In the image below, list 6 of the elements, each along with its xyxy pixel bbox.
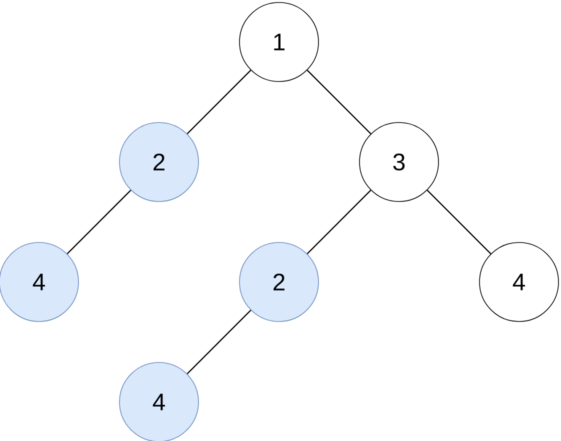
tree-edge xyxy=(66,190,132,254)
tree-edge xyxy=(186,70,252,134)
tree-edge xyxy=(426,190,492,254)
tree-edge xyxy=(306,70,372,134)
tree-edge xyxy=(186,310,252,374)
tree-edge xyxy=(306,190,372,254)
